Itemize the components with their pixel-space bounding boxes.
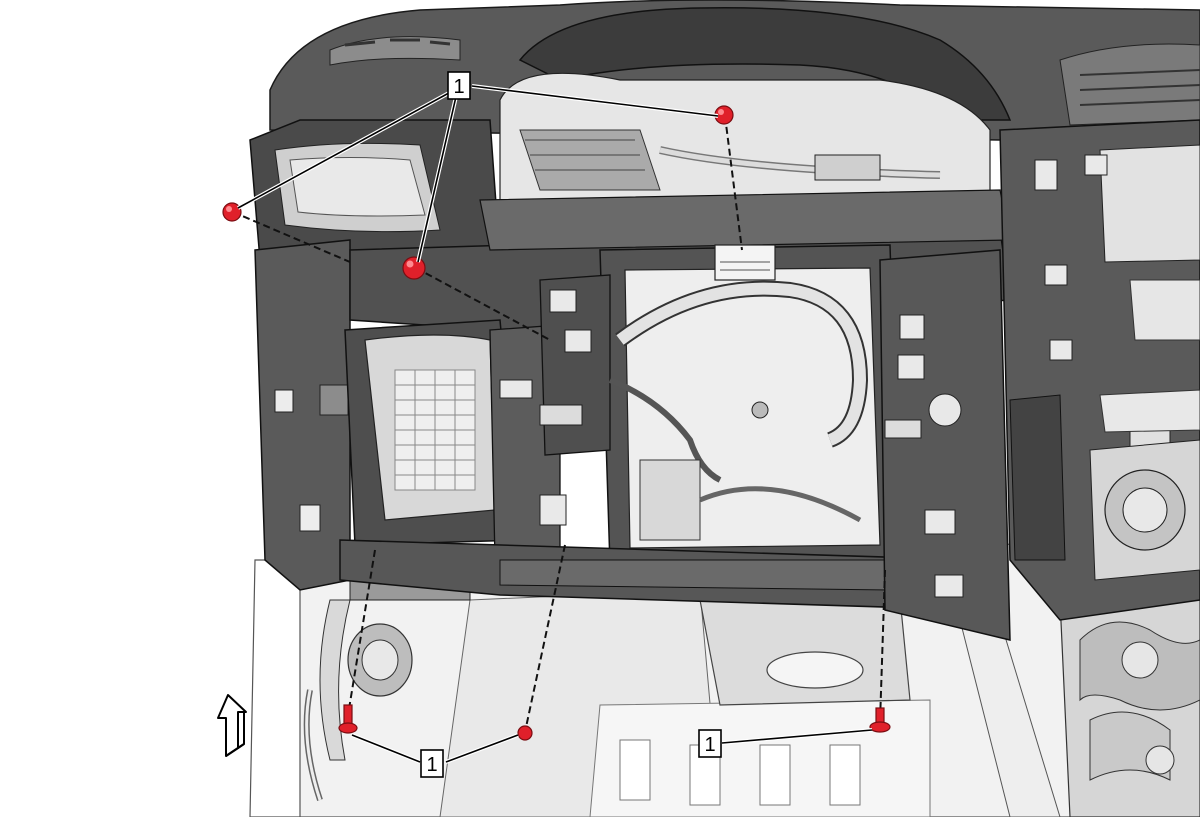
callout-text-bottom-left: 1 bbox=[426, 754, 437, 776]
callout-text-top: 1 bbox=[453, 76, 464, 98]
up-arrow-icon bbox=[217, 694, 247, 757]
callout-leaders bbox=[237, 84, 873, 764]
fastener-install-paths bbox=[232, 115, 886, 733]
fastener-bolt-lower-left-2 bbox=[517, 725, 533, 741]
fuse-grid bbox=[394, 369, 476, 491]
hvac-duct-lower-right bbox=[1059, 589, 1200, 817]
fastener-bolt-upper-left bbox=[402, 256, 426, 280]
cross-car-beam bbox=[249, 119, 1200, 641]
callout-text-bottom-right: 1 bbox=[704, 734, 715, 756]
fastener-bolt-top-left bbox=[222, 202, 242, 222]
callout-label-bottom-left: 1 bbox=[420, 749, 444, 778]
steering-column-opening bbox=[499, 72, 991, 221]
callout-label-top: 1 bbox=[447, 71, 471, 100]
fasteners bbox=[222, 105, 891, 741]
steering-column-harness bbox=[608, 280, 962, 541]
fastener-bolt-lower-left-1 bbox=[338, 704, 358, 734]
callout-label-bottom-right: 1 bbox=[698, 729, 722, 758]
fastener-bolt-lower-right bbox=[869, 707, 891, 733]
